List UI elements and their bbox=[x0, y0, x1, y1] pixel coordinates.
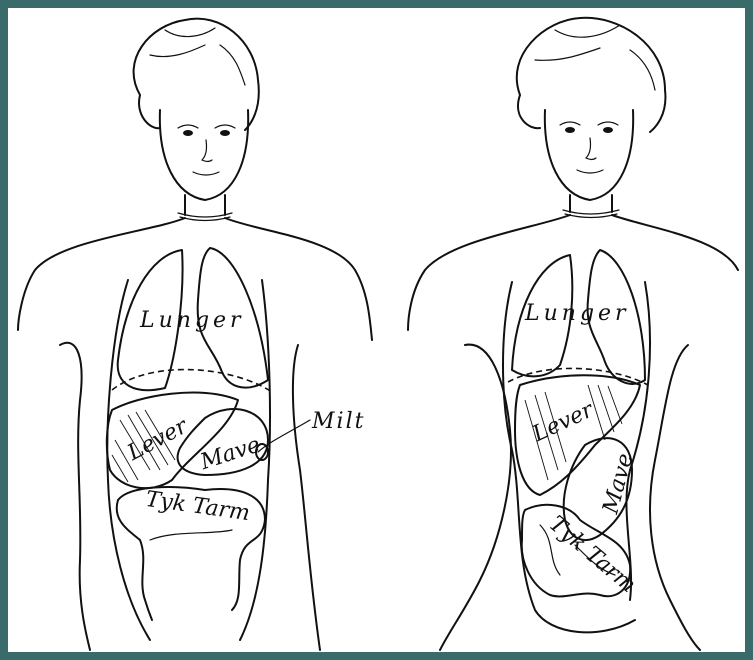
right-label-liver: Lever bbox=[528, 397, 598, 448]
right-hair bbox=[517, 18, 666, 132]
left-label-liver: Lever bbox=[123, 413, 193, 466]
right-label-lungs: Lunger bbox=[524, 301, 630, 326]
right-figure bbox=[408, 18, 738, 650]
right-face bbox=[545, 110, 633, 200]
left-label-lungs: Lunger bbox=[139, 308, 245, 333]
right-label-stomach: Mave bbox=[598, 451, 638, 517]
left-neck bbox=[185, 195, 225, 215]
right-neck bbox=[570, 195, 612, 212]
left-label-stomach: Mave bbox=[197, 432, 264, 475]
left-face bbox=[160, 110, 248, 200]
left-figure bbox=[18, 19, 372, 650]
left-label-spleen: Milt bbox=[311, 409, 365, 434]
left-label-colon: Tyk Tarm bbox=[144, 487, 251, 526]
